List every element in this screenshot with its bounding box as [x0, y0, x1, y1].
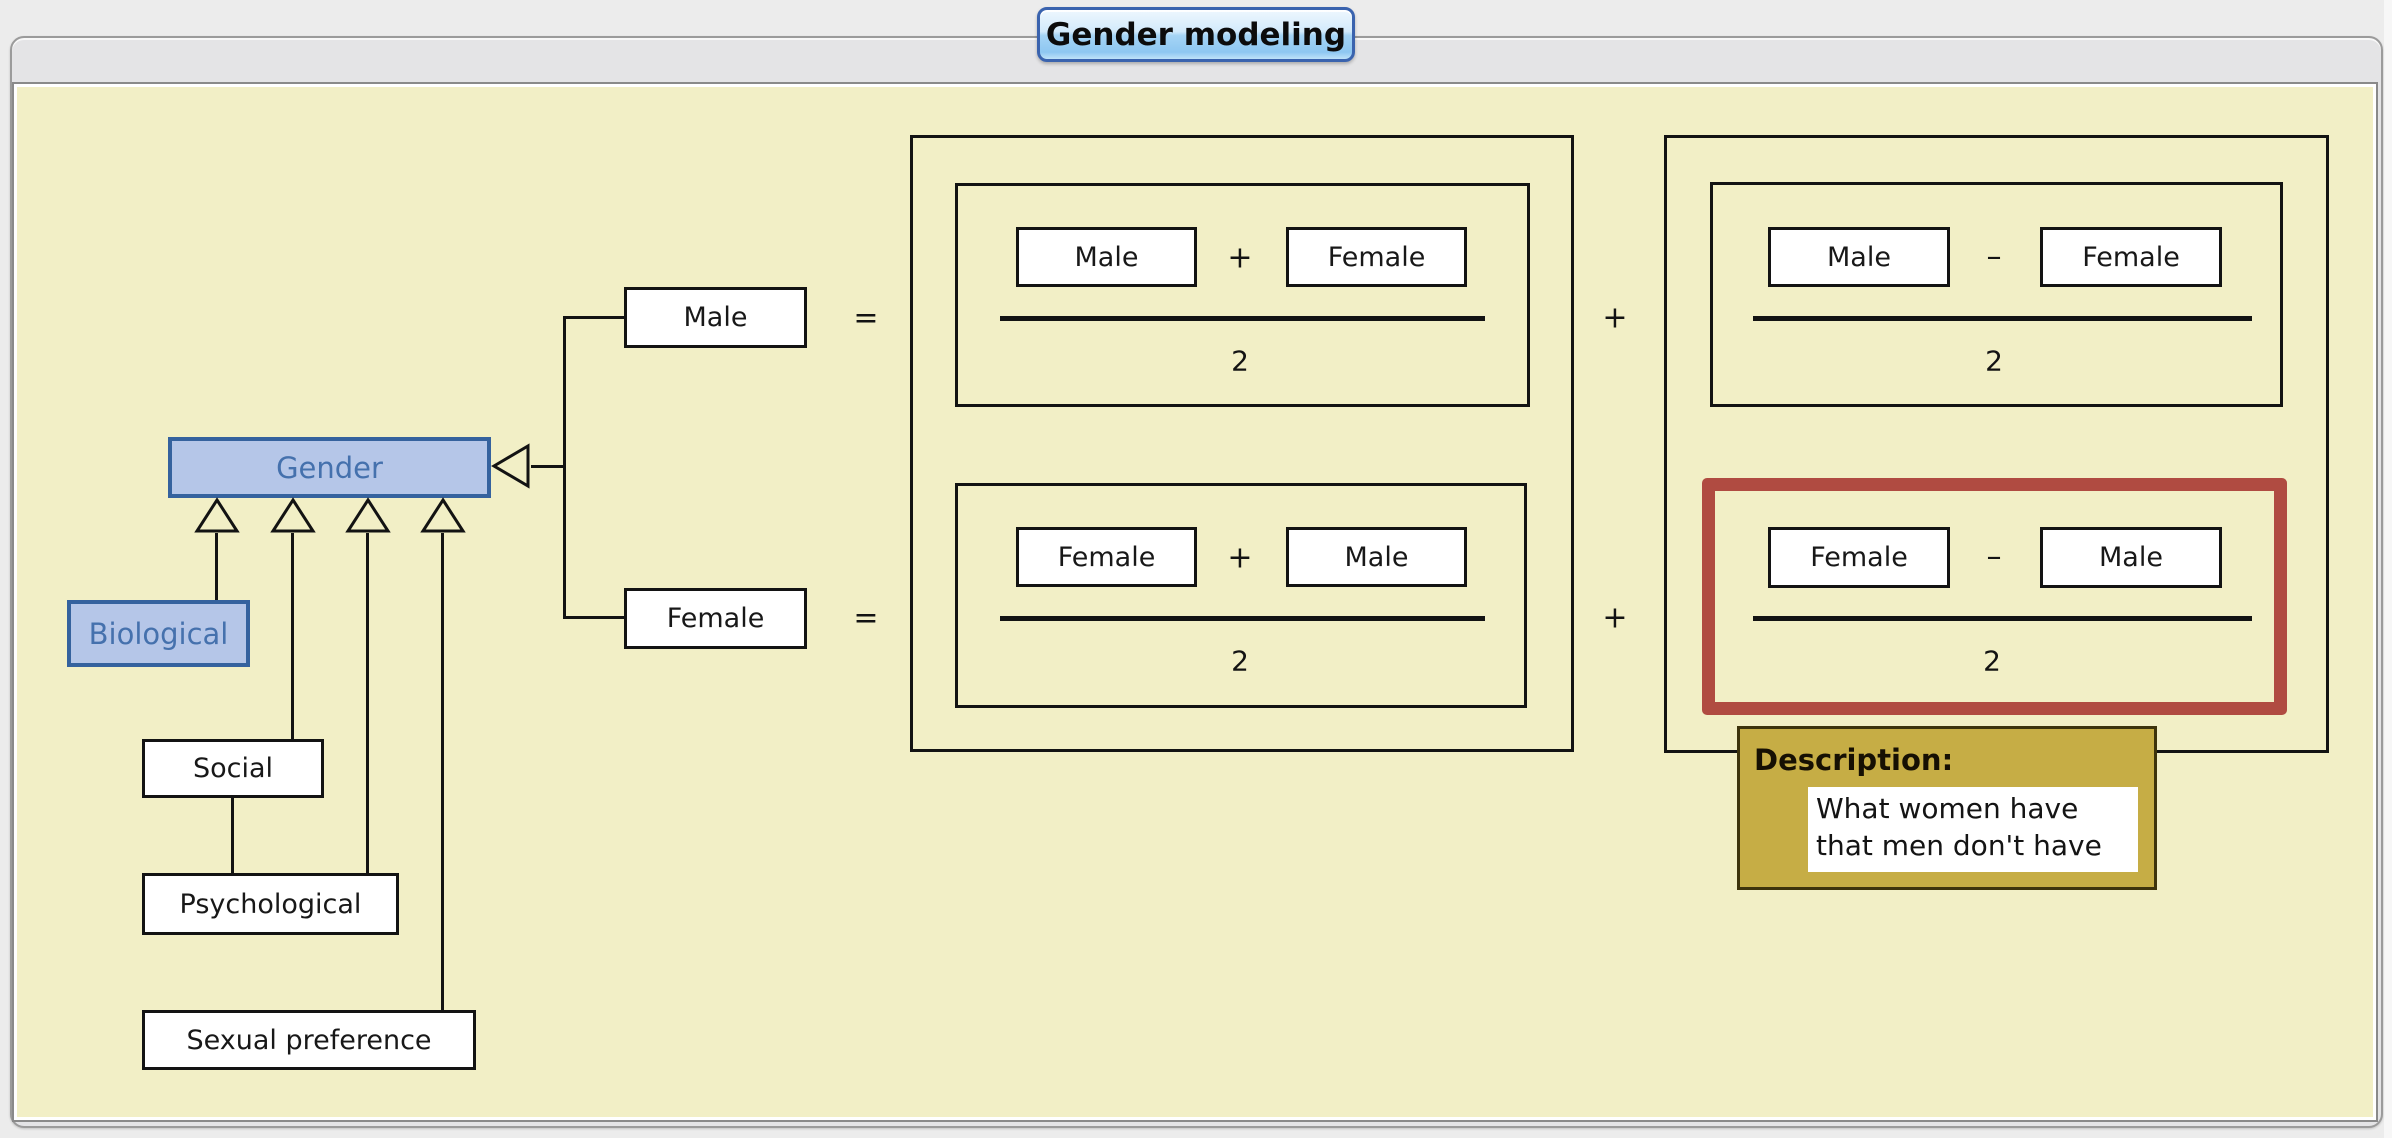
generalization-arrowhead-icon: [345, 497, 391, 534]
fraction-bar: [1000, 316, 1485, 321]
node-psychological-label: Psychological: [179, 888, 362, 920]
plus-sign: +: [1227, 540, 1253, 576]
operand-female[interactable]: Female: [1016, 527, 1197, 587]
node-gender[interactable]: Gender: [168, 437, 491, 498]
operand-label: Male: [2099, 542, 2163, 573]
fraction-bar: [1753, 616, 2252, 621]
node-biological[interactable]: Biological: [67, 600, 250, 667]
denominator: 2: [1231, 644, 1249, 678]
operand-label: Female: [1057, 541, 1156, 573]
operand-male[interactable]: Male: [2040, 527, 2222, 588]
node-male-label: Male: [683, 302, 748, 333]
operand-label: Male: [1827, 241, 1891, 273]
equation-group-box-sum[interactable]: [910, 135, 1574, 752]
minus-sign: –: [1986, 239, 2002, 275]
description-tooltip: Description: What women have that men do…: [1737, 726, 2157, 890]
operand-label: Female: [1810, 542, 1908, 573]
operand-male[interactable]: Male: [1768, 227, 1950, 287]
plus-sign: +: [1227, 240, 1253, 276]
node-biological-label: Biological: [88, 616, 229, 651]
node-gender-label: Gender: [276, 450, 383, 485]
node-sexual-preference[interactable]: Sexual preference: [142, 1010, 476, 1070]
generalization-arrowhead-icon: [420, 497, 466, 534]
node-female-label: Female: [666, 603, 765, 634]
highlighted-fraction-box-female-minus-male[interactable]: [1702, 478, 2287, 715]
bracket-vertical-line: [563, 317, 566, 619]
operand-female[interactable]: Female: [1768, 527, 1950, 588]
operand-label: Male: [1074, 241, 1139, 273]
operand-label: Female: [2082, 241, 2180, 273]
node-female[interactable]: Female: [624, 588, 807, 649]
connector-social-psychological: [231, 798, 234, 873]
node-psychological[interactable]: Psychological: [142, 873, 399, 935]
instanceof-arrowhead-icon: [491, 443, 531, 489]
equals-sign: =: [853, 600, 879, 636]
window-right-edge: [2384, 0, 2392, 1138]
minus-sign: –: [1986, 539, 2002, 575]
connector-bracket-female: [563, 616, 624, 619]
operand-label: Female: [1327, 241, 1426, 273]
denominator: 2: [1231, 344, 1249, 378]
generalization-arrowhead-icon: [270, 497, 316, 534]
denominator: 2: [1983, 644, 2001, 678]
operand-female[interactable]: Female: [2040, 227, 2222, 287]
node-sexual-preference-label: Sexual preference: [186, 1024, 432, 1056]
description-title: Description:: [1754, 743, 1954, 777]
fraction-bar: [1000, 616, 1485, 621]
connector-gender-biological: [215, 533, 218, 600]
denominator: 2: [1985, 344, 2003, 378]
operand-label: Male: [1344, 541, 1409, 573]
node-male[interactable]: Male: [624, 287, 807, 348]
node-social[interactable]: Social: [142, 739, 324, 798]
fraction-box-male-plus-female[interactable]: [955, 183, 1530, 407]
fraction-box-female-plus-male[interactable]: [955, 483, 1527, 708]
connector-gender-bracket: [531, 465, 566, 468]
operand-male[interactable]: Male: [1286, 527, 1467, 587]
fraction-box-male-minus-female[interactable]: [1710, 182, 2283, 407]
connector-gender-psychological: [366, 533, 369, 873]
plus-sign: +: [1602, 600, 1628, 636]
tab-label: Gender modeling: [1045, 16, 1347, 53]
description-line: What women have: [1816, 792, 2079, 825]
fraction-bar: [1753, 316, 2252, 321]
tab-gender-modeling[interactable]: Gender modeling: [1037, 7, 1355, 62]
connector-gender-sexual-preference: [441, 533, 444, 1010]
node-social-label: Social: [192, 753, 274, 784]
plus-sign: +: [1602, 300, 1628, 336]
operand-male[interactable]: Male: [1016, 227, 1197, 287]
operand-female[interactable]: Female: [1286, 227, 1467, 287]
generalization-arrowhead-icon: [194, 497, 240, 534]
description-line: that men don't have: [1816, 829, 2102, 862]
connector-gender-social: [291, 533, 294, 739]
description-text: What women have that men don't have: [1808, 787, 2138, 872]
connector-bracket-male: [563, 316, 624, 319]
equals-sign: =: [853, 300, 879, 336]
